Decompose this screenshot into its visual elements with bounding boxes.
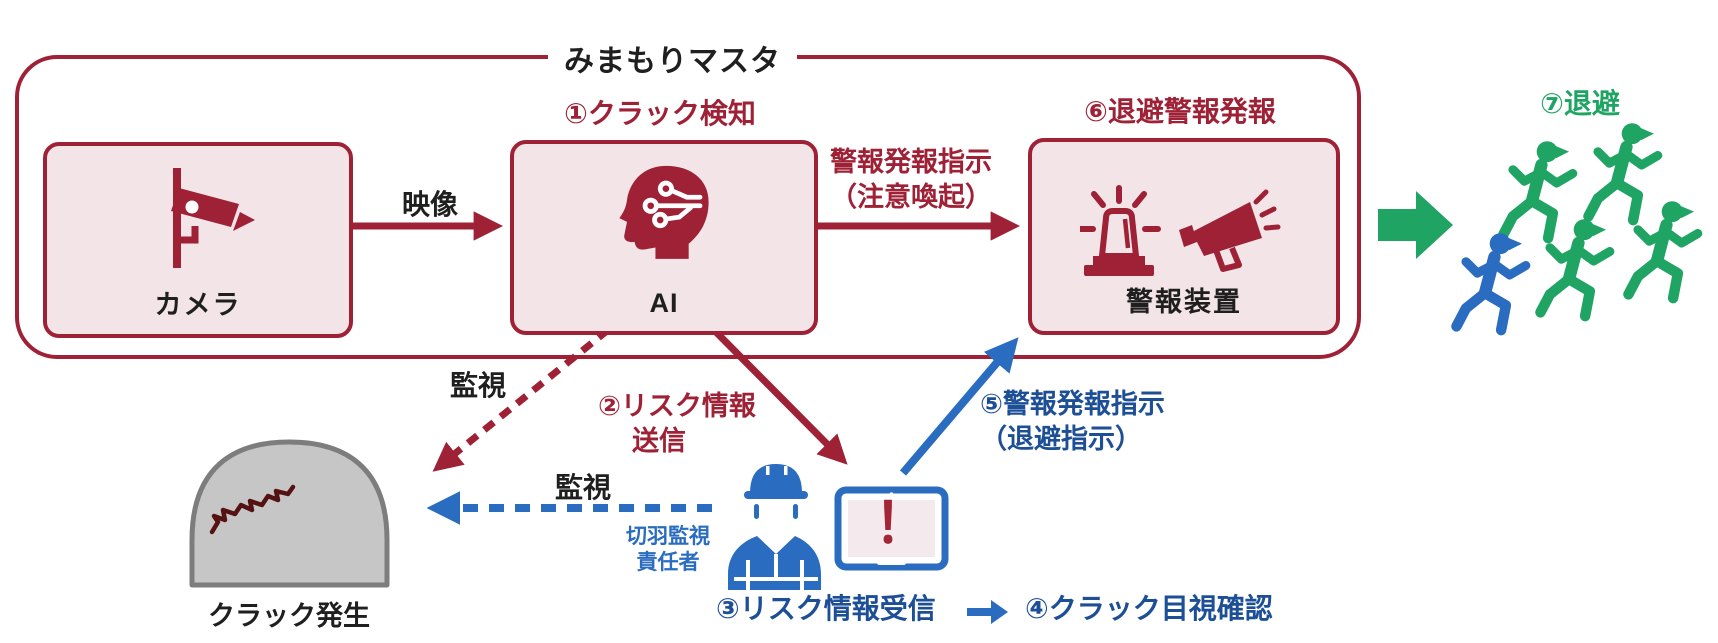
tablet-icon bbox=[834, 486, 949, 571]
system-title: みまもりマスタ bbox=[548, 36, 797, 80]
alert-instruction-line2: （注意喚起） bbox=[830, 181, 992, 212]
step7-evacuate-label: ⑦退避 bbox=[1540, 88, 1620, 119]
step5-line2: （退避指示） bbox=[980, 423, 1142, 454]
step5-alarm-order-label: ⑤警報発報指示 （退避指示） bbox=[980, 387, 1165, 456]
alarm-order-arrow bbox=[899, 337, 1019, 476]
siren-icon bbox=[1080, 185, 1161, 276]
tablet-alert-mark: ！ bbox=[874, 492, 930, 555]
risk-send-arrow bbox=[711, 327, 848, 465]
monitor-person-label: 監視 bbox=[554, 472, 611, 503]
person-caption-line2: 責任者 bbox=[636, 551, 700, 575]
step5-line1: ⑤警報発報指示 bbox=[980, 389, 1165, 419]
step4-visual-check-label: ④クラック目視確認 bbox=[1025, 593, 1273, 624]
monitor-ai-label: 監視 bbox=[449, 370, 506, 401]
video-arrow-label: 映像 bbox=[401, 189, 458, 220]
megaphone-icon bbox=[1179, 189, 1281, 272]
ai-monitor-arrow bbox=[432, 327, 611, 472]
person-caption: 切羽監視 責任者 bbox=[616, 524, 720, 577]
tunnel-shape bbox=[189, 439, 390, 588]
alarm-node: 警報装置 bbox=[1028, 138, 1340, 335]
camera-node: カメラ bbox=[43, 142, 353, 338]
ai-node: AI bbox=[510, 140, 818, 335]
crack-occurrence-label: クラック発生 bbox=[208, 601, 370, 631]
camera-icon bbox=[171, 168, 255, 268]
step3-risk-receive-label: ③リスク情報受信 bbox=[716, 593, 936, 624]
step2-line2: 送信 bbox=[632, 425, 686, 456]
runner-icon bbox=[1456, 233, 1525, 330]
alert-instruction-label: 警報発報指示 （注意喚起） bbox=[806, 145, 1016, 214]
evacuating-people-icons bbox=[1456, 123, 1697, 330]
step1-crack-detect-label: ①クラック検知 bbox=[564, 98, 756, 129]
step2-line1: ②リスク情報 bbox=[598, 391, 756, 421]
crack-icon bbox=[209, 484, 296, 535]
next-step-arrow-icon bbox=[967, 600, 1008, 624]
alert-instruction-line1: 警報発報指示 bbox=[830, 147, 992, 177]
step2-risk-send-label: ②リスク情報 送信 bbox=[598, 389, 756, 458]
camera-label: カメラ bbox=[154, 290, 242, 320]
evacuate-arrow-icon bbox=[1378, 191, 1453, 259]
ai-label: AI bbox=[649, 288, 679, 318]
worker-icon bbox=[728, 464, 821, 590]
ai-head-icon bbox=[619, 165, 709, 259]
runner-icon bbox=[1503, 141, 1572, 238]
alarm-label: 警報装置 bbox=[1126, 287, 1242, 317]
step6-alarm-label: ⑥退避警報発報 bbox=[1084, 96, 1276, 127]
runner-icon bbox=[1588, 123, 1657, 220]
person-caption-line1: 切羽監視 bbox=[626, 525, 710, 548]
